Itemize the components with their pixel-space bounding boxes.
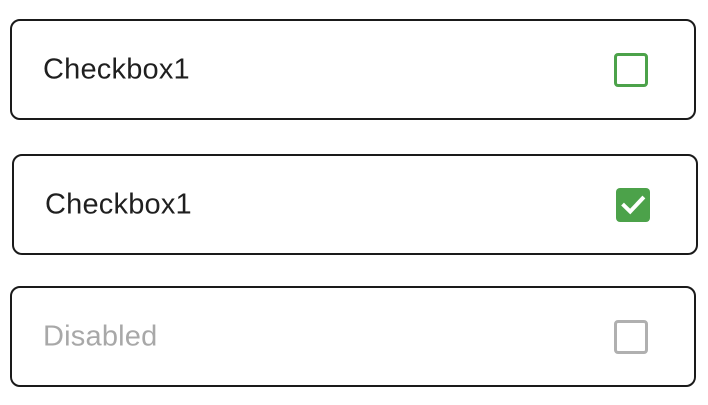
checkbox-label: Checkbox1 bbox=[45, 188, 192, 220]
checkmark-icon bbox=[621, 195, 646, 214]
checkbox-row-1[interactable]: Checkbox1 bbox=[10, 19, 696, 120]
checkbox-disabled bbox=[614, 319, 648, 354]
checkbox-label-disabled: Disabled bbox=[43, 320, 158, 352]
checkbox-label: Checkbox1 bbox=[43, 53, 190, 85]
checkbox-row-disabled: Disabled bbox=[10, 286, 696, 387]
checkbox-checked[interactable] bbox=[616, 187, 650, 222]
checkbox-row-2[interactable]: Checkbox1 bbox=[12, 154, 698, 255]
checkbox-unchecked[interactable] bbox=[614, 52, 648, 87]
